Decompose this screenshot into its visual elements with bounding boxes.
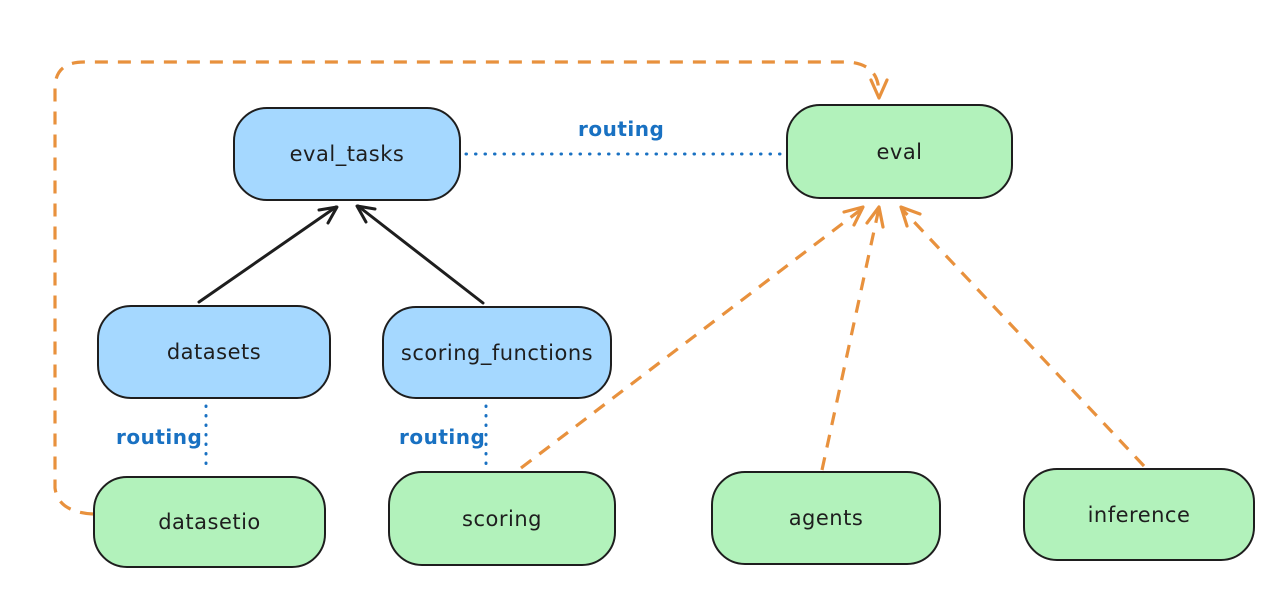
edge-datasetio-to-eval: [53, 60, 889, 516]
node-scoring: scoring: [388, 471, 616, 566]
node-datasets: datasets: [97, 305, 331, 399]
node-label: datasetio: [158, 510, 261, 534]
edge-label-routing-datasets: routing: [116, 425, 203, 449]
edge-label-routing-top: routing: [578, 117, 665, 141]
node-label: inference: [1087, 502, 1191, 527]
node-label: datasets: [166, 340, 262, 364]
node-label: scoring_functions: [400, 340, 594, 365]
edge-scoring-to-eval: [520, 205, 865, 470]
node-label: scoring: [462, 506, 542, 531]
edge-scoring-functions-to-eval-tasks: [355, 204, 485, 305]
node-inference: inference: [1023, 468, 1255, 561]
node-scoring-functions: scoring_functions: [382, 306, 612, 399]
edge-inference-to-eval: [899, 205, 1146, 468]
edge-datasets-to-eval-tasks: [197, 205, 339, 304]
node-label: eval: [876, 139, 923, 164]
node-agents: agents: [711, 471, 941, 565]
node-label: agents: [788, 506, 864, 530]
node-eval: eval: [786, 104, 1013, 199]
node-label: eval_tasks: [289, 142, 405, 166]
node-datasetio: datasetio: [93, 476, 326, 568]
edge-label-routing-scoring: routing: [399, 425, 486, 449]
edge-agents-to-eval: [820, 205, 885, 471]
node-eval-tasks: eval_tasks: [233, 107, 461, 201]
